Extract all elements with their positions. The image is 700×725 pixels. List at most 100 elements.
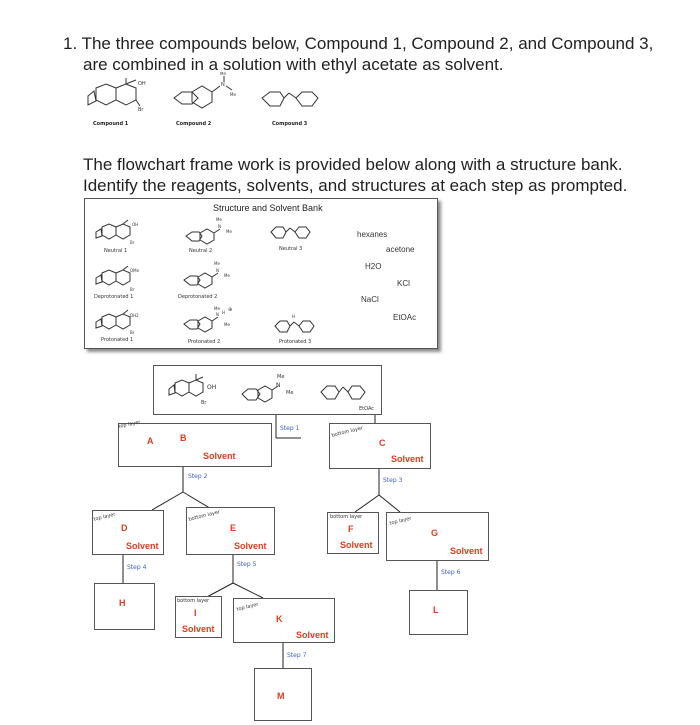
flow-box-l <box>409 590 468 635</box>
bank-title: Structure and Solvent Bank <box>213 203 323 213</box>
flow-box-k <box>233 598 335 643</box>
svg-text:Br: Br <box>130 287 135 292</box>
label-l: L <box>433 605 439 615</box>
structure-solvent-bank <box>84 198 438 349</box>
svg-text:OH: OH <box>207 384 216 391</box>
svg-text:N: N <box>216 312 219 317</box>
solvent-etoac: EtOAc <box>393 313 417 322</box>
svg-text:N: N <box>216 268 219 273</box>
neutral-3-label: Neutral 3 <box>279 246 303 252</box>
box-g-solvent: Solvent <box>450 546 483 556</box>
neutral-2-structure: N Me Me <box>185 217 232 245</box>
deprotonated-1-label: Deprotonated 1 <box>94 294 134 300</box>
flow-box-c <box>329 423 431 469</box>
solvent-nacl: NaCl <box>361 295 379 304</box>
compound-2-label: Compound 2 <box>176 121 212 127</box>
compound-3-label: Compound 3 <box>272 121 308 127</box>
step-1-label: Step 1 <box>280 425 300 432</box>
compound-2-structure: N Me Me <box>173 72 236 109</box>
solvent-water: H2O <box>365 262 382 271</box>
svg-text:H: H <box>222 310 225 315</box>
protonated-2-structure: N Me H ⊕ Me <box>183 306 232 333</box>
neutral-1-label: Neutral 1 <box>104 248 128 254</box>
svg-text:Br: Br <box>201 400 207 406</box>
box-i-solvent: Solvent <box>182 624 215 634</box>
svg-text:Br: Br <box>130 330 135 335</box>
flow-box-ab <box>118 423 272 467</box>
protonated-3-structure: H <box>274 314 315 333</box>
compound-1-label: Compound 1 <box>93 121 129 127</box>
solvent-hexanes: hexanes <box>357 230 388 239</box>
compound-3-structure <box>261 91 319 107</box>
label-b: B <box>180 433 187 443</box>
flow-box-m <box>254 668 312 721</box>
box-i-layer: bottom layer <box>177 598 210 604</box>
svg-text:Me: Me <box>214 306 220 311</box>
protonated-2-label: Protonated 2 <box>188 339 221 345</box>
svg-text:N: N <box>276 382 281 389</box>
label-c: C <box>379 438 386 448</box>
step-7-label: Step 7 <box>287 652 307 659</box>
svg-text:Me: Me <box>226 229 232 234</box>
box-d-solvent: Solvent <box>126 541 159 551</box>
solvent-acetone: acetone <box>386 245 415 254</box>
svg-text:OMe: OMe <box>130 268 140 273</box>
protonated-1-structure: OH2 Br <box>95 309 139 335</box>
svg-text:OH2: OH2 <box>130 313 139 318</box>
step-6-label: Step 6 <box>441 569 461 576</box>
protonated-1-label: Protonated 1 <box>101 337 134 343</box>
solvent-kcl: KCl <box>397 279 410 288</box>
svg-text:Me: Me <box>220 72 226 76</box>
box-f-solvent: Solvent <box>340 540 373 550</box>
label-i: I <box>194 608 197 618</box>
label-d: D <box>121 523 128 533</box>
svg-text:Me: Me <box>224 273 230 278</box>
svg-text:Me: Me <box>277 374 284 380</box>
flow-box-i <box>175 596 222 638</box>
label-a: A <box>147 436 154 446</box>
question-line-2: are combined in a solution with ethyl ac… <box>83 55 504 74</box>
deprotonated-1-structure: OMe Br <box>95 265 140 292</box>
flow-box-e <box>186 507 275 555</box>
step-2-label: Step 2 <box>188 473 208 480</box>
protonated-3-label: Protonated 3 <box>279 339 312 345</box>
label-k: K <box>276 614 283 624</box>
instruction-line-1: The flowchart frame work is provided bel… <box>83 155 623 174</box>
label-m: M <box>277 691 285 701</box>
svg-text:N: N <box>221 82 225 88</box>
neutral-3-structure <box>270 226 311 239</box>
flow-box-h <box>94 583 155 630</box>
svg-text:Br: Br <box>138 107 144 113</box>
step-3-label: Step 3 <box>383 477 403 484</box>
deprotonated-2-label: Deprotonated 2 <box>178 294 218 300</box>
flow-start-solvent: EtOAc <box>359 406 375 412</box>
label-e: E <box>230 523 237 533</box>
question-line-1: 1. The three compounds below, Compound 1… <box>63 34 654 53</box>
instruction-line-2: Identify the reagents, solvents, and str… <box>83 176 628 195</box>
compound-1-structure: OH Br <box>87 78 146 113</box>
svg-text:⊕: ⊕ <box>228 307 232 313</box>
flow-box-g <box>386 512 489 561</box>
label-f: F <box>348 524 354 534</box>
step-4-label: Step 4 <box>127 564 147 571</box>
flow-compound-2-structure: N Me Me <box>241 374 293 403</box>
label-g: G <box>431 528 439 538</box>
flow-start-box <box>153 365 382 415</box>
svg-text:Me: Me <box>214 261 220 266</box>
flow-box-f <box>327 512 379 554</box>
neutral-2-label: Neutral 2 <box>189 248 213 254</box>
box-c-solvent: Solvent <box>391 454 424 464</box>
flow-compound-3-structure <box>320 385 366 400</box>
label-h: H <box>119 598 126 608</box>
deprotonated-2-structure: N Me Me <box>183 261 230 289</box>
box-e-solvent: Solvent <box>234 541 267 551</box>
svg-text:OH: OH <box>132 222 138 227</box>
svg-text:Me: Me <box>286 390 293 396</box>
svg-text:OH: OH <box>138 81 146 87</box>
svg-text:Me: Me <box>216 217 222 222</box>
box-k-solvent: Solvent <box>296 630 329 640</box>
neutral-1-structure: OH Br <box>95 219 138 245</box>
svg-text:N: N <box>218 224 221 229</box>
step-5-label: Step 5 <box>237 561 257 568</box>
flow-compound-1-structure: OH Br <box>168 374 216 406</box>
